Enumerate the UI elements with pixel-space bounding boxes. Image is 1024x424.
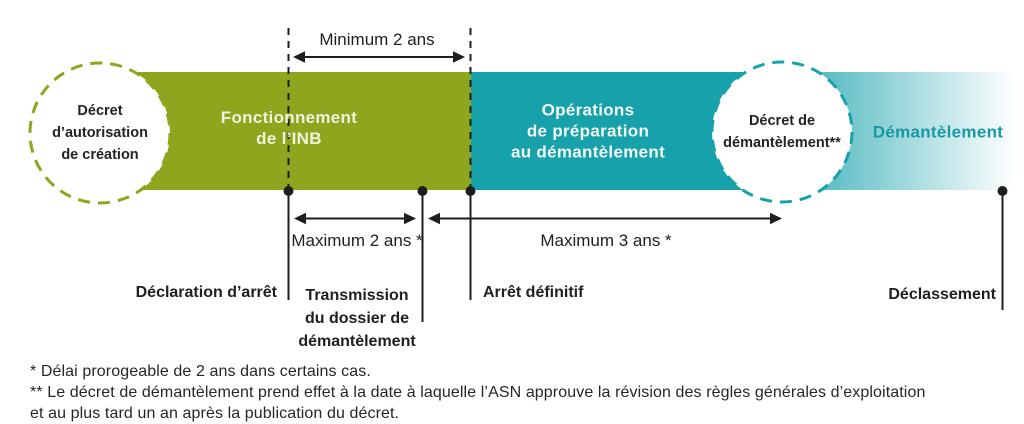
creation-decree-circle xyxy=(28,61,172,205)
footnote-2-continued: et au plus tard un an après la publicati… xyxy=(30,405,400,422)
milestone-marker-transmission xyxy=(417,186,428,322)
phase-label-fonctionnement-inb: Fonctionnement de l’INB xyxy=(220,108,358,148)
milestone-label-declaration-arret: Déclaration d’arrêt xyxy=(135,284,277,301)
milestone-label-declassement: Déclassement xyxy=(888,286,996,303)
milestone-label-transmission-dossier: Transmission du dossier de démantèlement xyxy=(298,287,416,350)
dismantling-decree-label: Décret de démantèlement** xyxy=(723,113,841,151)
footnote-1: * Délai prorogeable de 2 ans dans certai… xyxy=(30,363,371,380)
milestone-marker-declassement xyxy=(997,186,1008,310)
duration-maximum-2-ans: Maximum 2 ans * xyxy=(291,231,423,250)
duration-minimum-2-ans: Minimum 2 ans xyxy=(319,30,435,49)
footnote-2: ** Le décret de démantèlement prend effe… xyxy=(30,384,926,401)
maximum-3-ans-arrow xyxy=(428,212,782,225)
milestone-marker-declaration xyxy=(283,186,294,300)
milestone-marker-arret-definitif xyxy=(465,186,476,300)
dismantling-decree-circle xyxy=(710,60,854,204)
creation-decree-label: Décret d’autorisation de création xyxy=(52,103,148,163)
duration-maximum-3-ans: Maximum 3 ans * xyxy=(540,231,672,250)
maximum-2-ans-arrow xyxy=(294,212,416,225)
footnotes: * Délai prorogeable de 2 ans dans certai… xyxy=(30,361,925,424)
phase-label-operations-preparation: Opérations de préparation au démantèleme… xyxy=(510,100,666,162)
milestone-label-arret-definitif: Arrêt définitif xyxy=(483,284,584,301)
phase-band-fonctionnement xyxy=(120,72,471,190)
minimum-2-ans-arrow xyxy=(293,51,465,63)
phase-label-demantelement: Démantèlement xyxy=(872,122,1004,142)
